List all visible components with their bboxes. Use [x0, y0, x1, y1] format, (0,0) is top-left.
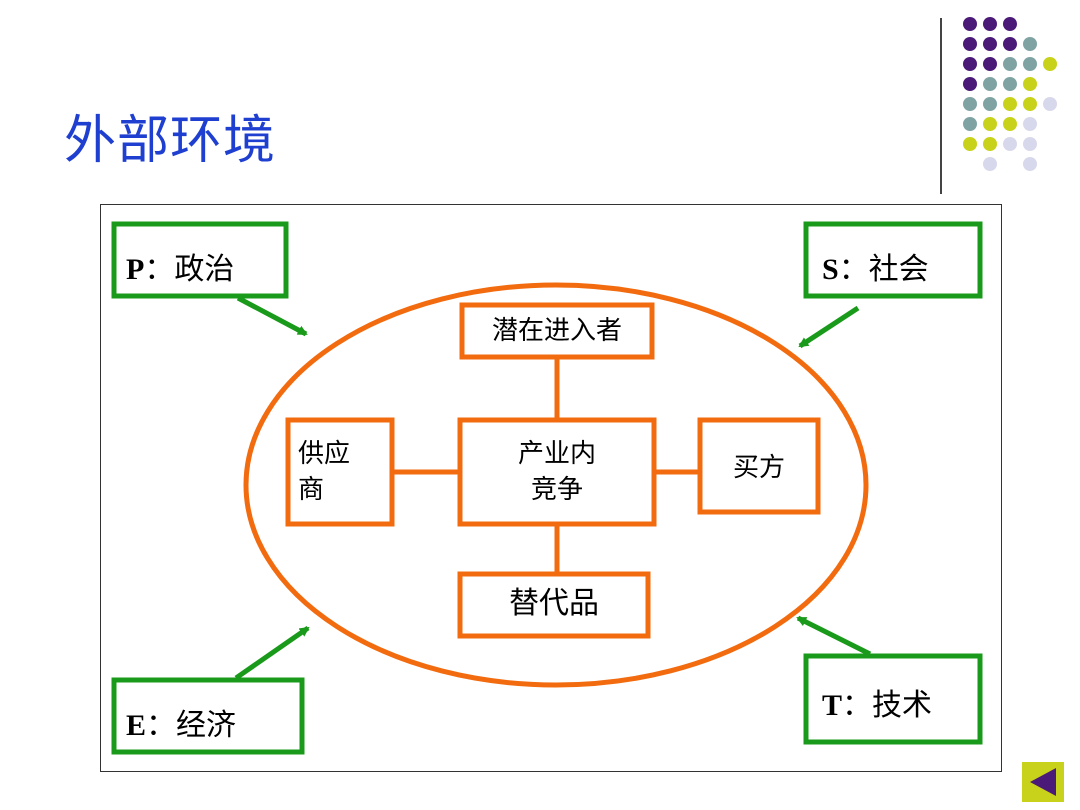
- economic-box: [111, 677, 305, 755]
- political-letter: P: [126, 253, 145, 286]
- substitutes-box: [457, 571, 651, 639]
- substitutes-label: 替代品: [509, 586, 599, 621]
- rivalry-line2: 竞争: [530, 475, 583, 505]
- buyer-label: 买方: [732, 453, 785, 483]
- arrow-social: [798, 305, 860, 349]
- arrow-technological: [796, 615, 872, 657]
- technological-text: ：技术: [842, 688, 933, 723]
- back-button[interactable]: [1022, 762, 1064, 802]
- social-box: [803, 221, 983, 299]
- rivalry-label: 产业内 竞争: [460, 436, 654, 508]
- decorative-dot-grid: [963, 17, 1057, 171]
- title-divider: [940, 18, 942, 194]
- technological-box: [803, 653, 983, 745]
- industry-ellipse: [243, 282, 869, 688]
- supplier-label: 供应 商: [298, 436, 350, 508]
- potential-entrants-box: [459, 302, 655, 360]
- economic-text: ：经济: [146, 708, 237, 743]
- potential-entrants-label: 潜在进入者: [491, 316, 622, 346]
- political-label: P：政治: [126, 244, 234, 288]
- social-label: S：社会: [822, 244, 929, 288]
- slide-title: 外部环境: [64, 111, 277, 171]
- economic-label: E：经济: [126, 700, 236, 744]
- supplier-line1: 供应: [298, 439, 351, 469]
- buyer-box: [697, 417, 821, 515]
- supplier-line2: 商: [298, 475, 325, 505]
- political-box: [111, 221, 289, 299]
- diagram-frame: [100, 204, 1002, 772]
- rivalry-box: [457, 417, 657, 527]
- economic-letter: E: [126, 709, 147, 742]
- technological-label: T：技术: [822, 680, 932, 724]
- technological-letter: T: [822, 689, 843, 722]
- back-triangle-icon: [1030, 768, 1056, 796]
- social-letter: S: [822, 253, 839, 286]
- arrow-economic: [234, 625, 310, 681]
- supplier-box: [285, 417, 395, 527]
- arrow-political: [236, 295, 308, 337]
- social-text: ：社会: [838, 252, 929, 287]
- rivalry-line1: 产业内: [517, 439, 596, 469]
- political-text: ：政治: [144, 252, 235, 287]
